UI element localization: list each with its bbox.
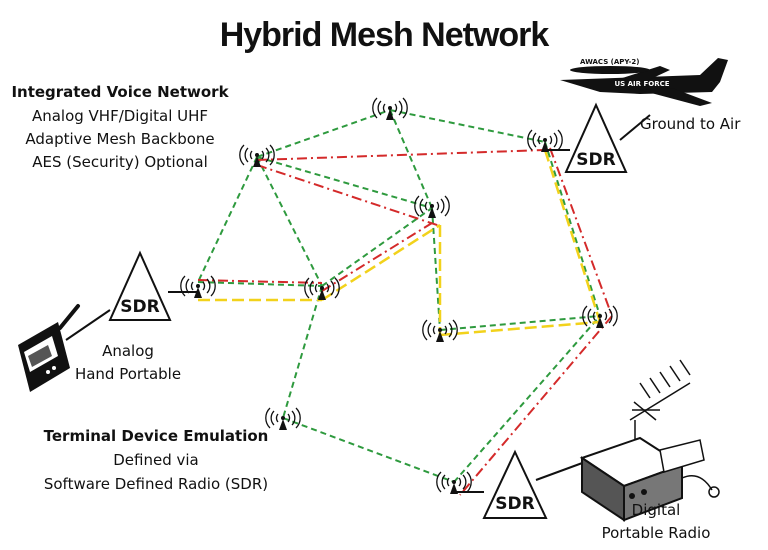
handheld-radio-icon (18, 304, 80, 392)
voice-network-heading: Integrated Voice Network (11, 83, 229, 101)
voice-network-line: AES (Security) Optional (32, 153, 208, 171)
portable-radio-icon (579, 436, 720, 522)
radio-tower-icon (527, 129, 563, 153)
green-links (197, 109, 601, 483)
terminal-emulation-heading: Terminal Device Emulation (44, 427, 269, 445)
analog-radio-line2: Hand Portable (75, 365, 181, 383)
analog-radio-line1: Analog (102, 342, 154, 360)
aircraft-marking-label: US AIR FORCE (614, 80, 669, 88)
digital-radio-label: Digital Portable Radio (602, 501, 711, 542)
sdr-triangle (564, 102, 628, 173)
sdr-triangle (482, 449, 548, 519)
diagram-title: Hybrid Mesh Network (220, 16, 550, 54)
sdr-label: SDR (120, 297, 159, 317)
radio-tower-icon (304, 277, 340, 301)
sdr-connections (65, 114, 651, 493)
ground-to-air-label: Ground to Air (640, 115, 741, 133)
red-links (197, 147, 613, 496)
digital-radio-line1: Digital (632, 501, 681, 519)
sdr-label: SDR (576, 150, 615, 170)
sdr-label: SDR (495, 494, 534, 514)
radio-tower-icon (180, 275, 216, 299)
radio-tower-icon (239, 144, 275, 168)
radio-tower-icon (265, 407, 301, 431)
voice-network-line: Analog VHF/Digital UHF (32, 107, 208, 125)
radio-tower-icon (372, 97, 408, 121)
terminal-emulation-block: Terminal Device Emulation Defined via So… (44, 427, 269, 493)
radio-tower-icon (582, 305, 618, 329)
aircraft-icon: AWACS (APY-2) US AIR FORCE (560, 58, 728, 106)
yellow-links (198, 149, 602, 337)
terminal-emulation-line: Defined via (113, 451, 199, 469)
radio-tower-icon (436, 471, 472, 495)
voice-network-block: Integrated Voice Network Analog VHF/Digi… (11, 83, 229, 171)
radio-tower-icon (414, 195, 450, 219)
mesh-links (65, 109, 651, 496)
voice-network-line: Adaptive Mesh Backbone (25, 130, 214, 148)
sdr-analog: SDR (108, 250, 172, 321)
sdr-digital: SDR (482, 449, 548, 519)
terminal-emulation-line: Software Defined Radio (SDR) (44, 475, 268, 493)
digital-radio-line2: Portable Radio (602, 524, 711, 542)
sdr-triangle (108, 250, 172, 321)
analog-radio-label: Analog Hand Portable (75, 342, 181, 383)
aircraft-model-label: AWACS (APY-2) (580, 58, 639, 66)
sdr-ground-to-air: SDR (564, 102, 628, 173)
